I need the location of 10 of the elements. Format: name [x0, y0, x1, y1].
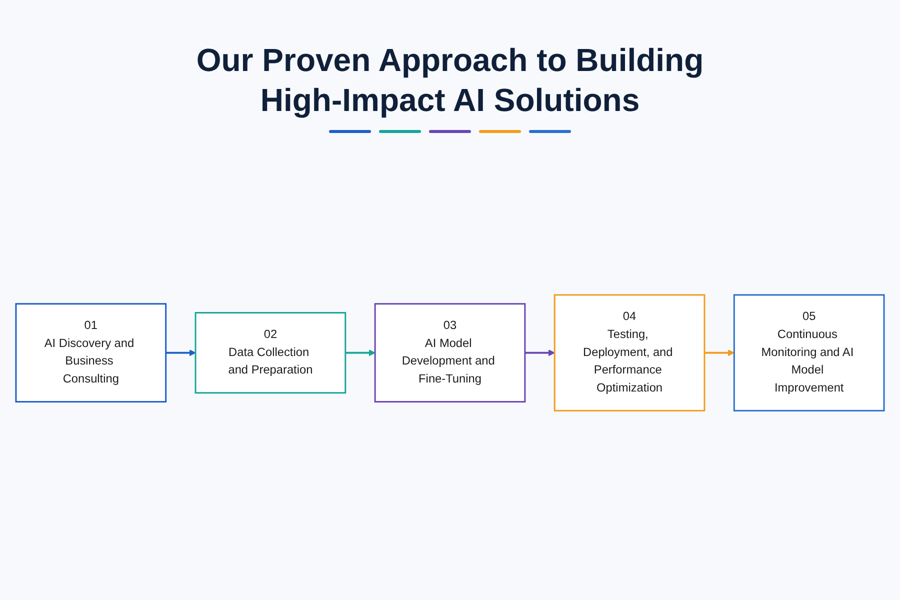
arrow: [524, 350, 555, 356]
arrow: [345, 350, 376, 356]
arrow: [166, 350, 196, 356]
node-box: 03 AI Model Development and Fine-Tuning: [374, 303, 526, 403]
arrow: [704, 350, 734, 356]
node-box: 01 AI Discovery and Business Consulting: [15, 303, 167, 403]
title: Our Proven Approach to Building High-Impact AI Solutions: [195, 41, 705, 120]
node-box: 05 Continuous Monitoring and AI Model Improvement: [733, 294, 885, 412]
node-box: 02 Data Collection and Preparation: [194, 312, 346, 394]
node-box: 04 Testing, Deployment, and Performance Optimization: [554, 294, 706, 412]
